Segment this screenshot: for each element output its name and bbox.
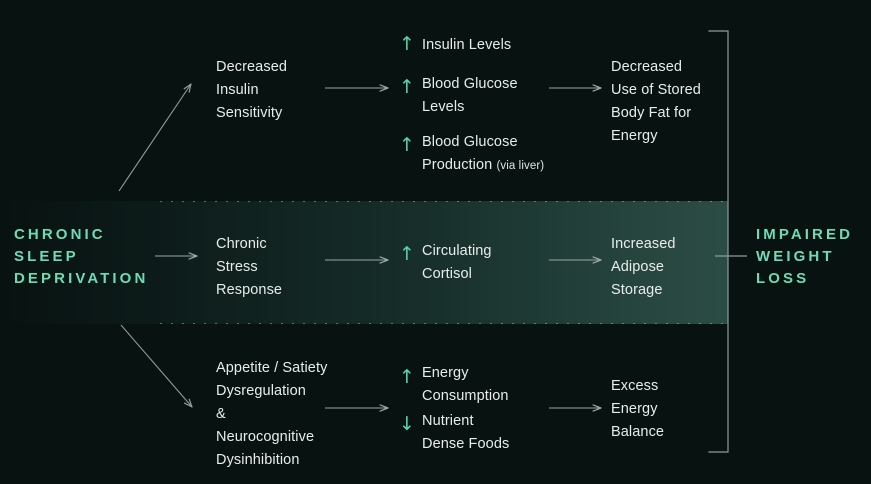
arrow-down-icon-nutrient-dense-foods: ↓ (399, 413, 415, 435)
mechanism-decreased-insulin-sensitivity: Decreased Insulin Sensitivity (216, 59, 288, 121)
outcome-bracket (708, 30, 747, 453)
connector-left-to-row1 (118, 84, 191, 192)
effect-blood-glucose-levels: Blood Glucose Levels (422, 76, 518, 115)
row-divider-top (160, 201, 728, 202)
effect-blood-glucose-production-text: Blood Glucose Production (422, 134, 518, 173)
mechanism-appetite-satiety-dysregulation: Appetite / Satiety Dysregulation & Neuro… (216, 360, 328, 468)
row-divider-bottom (160, 323, 728, 324)
connector-left-to-row3 (120, 324, 192, 407)
arrow-up-icon-insulin-levels: ↑ (399, 33, 415, 55)
stage-title-impaired-weight-loss: IMPAIRED WEIGHT LOSS (756, 226, 854, 287)
arrow-up-icon-blood-glucose-production: ↑ (399, 134, 415, 156)
arrow-up-icon-energy-consumption: ↑ (399, 366, 415, 388)
stage-title-chronic-sleep-deprivation: CHRONIC SLEEP DEPRIVATION (14, 226, 149, 287)
outcome-increased-adipose-storage: Increased Adipose Storage (611, 236, 676, 298)
outcome-excess-energy-balance: Excess Energy Balance (611, 378, 665, 440)
effect-nutrient-dense-foods: Nutrient Dense Foods (422, 413, 510, 452)
arrow-up-icon-circulating-cortisol: ↑ (399, 243, 415, 265)
outcome-decreased-use-of-stored-body-fat: Decreased Use of Stored Body Fat for Ene… (611, 59, 701, 144)
effect-insulin-levels: Insulin Levels (422, 37, 512, 53)
mechanism-chronic-stress-response: Chronic Stress Response (216, 236, 283, 298)
effect-blood-glucose-production-note: (via liver) (496, 160, 545, 172)
effect-energy-consumption: Energy Consumption (422, 365, 509, 404)
arrow-up-icon-blood-glucose-levels: ↑ (399, 76, 415, 98)
effect-circulating-cortisol: Circulating Cortisol (422, 243, 492, 282)
effect-blood-glucose-production: Blood Glucose Production (via liver) (422, 131, 582, 178)
